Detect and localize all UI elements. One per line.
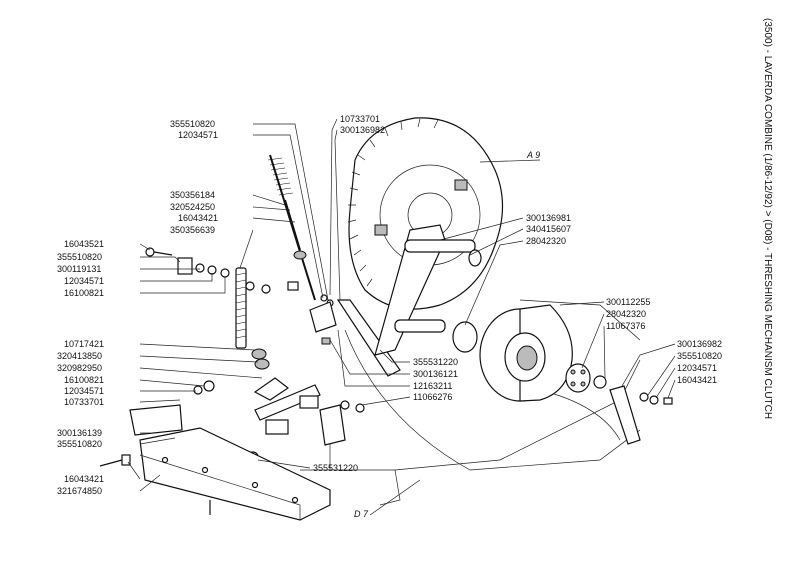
part-label: 300136121 [413, 369, 458, 379]
part-label: 10717421 [64, 339, 104, 349]
part-label: 28042320 [526, 236, 566, 246]
part-label: 350356639 [170, 225, 215, 235]
part-label: 12034571 [178, 130, 218, 140]
part-label: 355531220 [313, 463, 358, 473]
part-labels: 355510820 12034571 350356184 320524250 1… [57, 114, 722, 496]
part-label: 300119131 [57, 264, 101, 274]
part-label: 12034571 [64, 276, 104, 286]
part-label: 11066276 [413, 392, 452, 402]
spring-rod-assembly [235, 154, 316, 349]
part-label: 355510820 [170, 119, 215, 129]
part-label: 300136139 [57, 428, 102, 438]
diagram-title: (3500) - LAVERDA COMBINE (1/86-12/92) > … [762, 18, 773, 419]
ref-a9: A 9 [526, 150, 540, 160]
part-label: 320982950 [57, 363, 102, 373]
part-label: 16043421 [64, 474, 104, 484]
part-label: 16100821 [64, 375, 104, 385]
part-label: 300136982 [677, 339, 722, 349]
bracket-parts [129, 299, 641, 446]
small-hardware [99, 247, 673, 467]
part-label: 320524250 [170, 202, 215, 212]
part-label: 12034571 [64, 386, 104, 396]
lever-arm-assembly [374, 224, 482, 356]
part-label: 340415607 [526, 224, 571, 234]
part-label: 300112255 [606, 297, 650, 307]
leader-lines [127, 118, 676, 492]
part-label: 28042320 [606, 309, 646, 319]
part-label: 12034571 [677, 363, 717, 373]
part-label: 350356184 [170, 190, 215, 200]
base-plate-drawing [139, 427, 331, 521]
part-label: 321674850 [57, 486, 102, 496]
part-label: 16043421 [677, 375, 717, 385]
part-label: 355531220 [413, 357, 458, 367]
part-label: 10733701 [64, 397, 104, 407]
part-label: 16100821 [64, 288, 104, 298]
part-label: 355510820 [677, 351, 722, 361]
ref-d7: D 7 [354, 509, 369, 519]
part-label: 300136982 [340, 125, 385, 135]
part-label: 16043521 [64, 239, 104, 249]
part-label: 16043421 [178, 213, 218, 223]
part-label: 355510820 [57, 439, 102, 449]
part-label: 320413850 [57, 351, 102, 361]
part-label: 12163211 [413, 381, 452, 391]
part-label: 10733701 [340, 114, 380, 124]
pulley-drawing [452, 304, 591, 402]
flywheel-drawing [347, 117, 541, 310]
frame-drawing [300, 299, 641, 516]
part-label: 355510820 [57, 252, 102, 262]
part-label: 300136981 [526, 213, 571, 223]
part-label: 11067376 [606, 321, 645, 331]
